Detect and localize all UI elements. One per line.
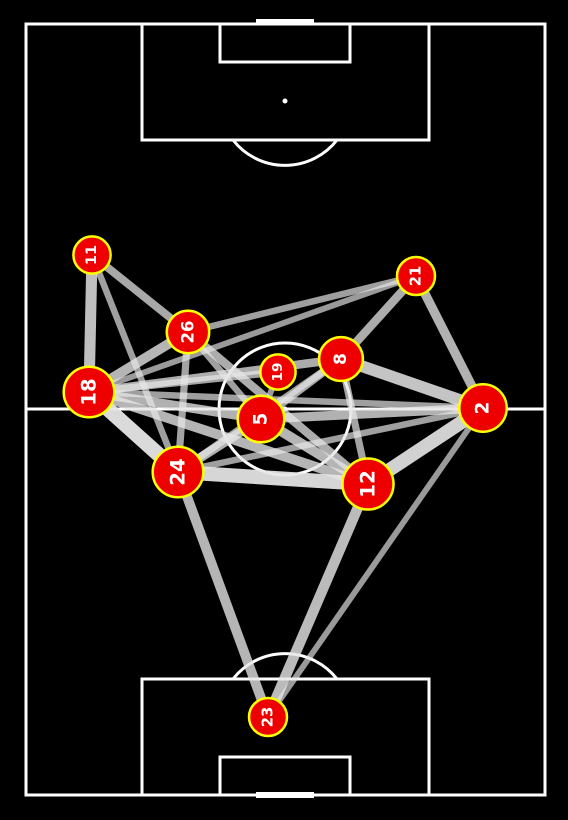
- player-node-23: 23: [247, 696, 289, 738]
- player-node-24: 24: [151, 445, 205, 499]
- player-number-label: 23: [260, 707, 277, 728]
- player-node-5: 5: [236, 394, 286, 444]
- player-number-label: 11: [84, 245, 100, 265]
- pass-edge-2-23: [265, 406, 486, 719]
- pass-edge-8-2: [339, 353, 485, 414]
- player-number-label: 2: [473, 402, 494, 415]
- player-marker: [236, 394, 286, 444]
- player-marker: [341, 457, 395, 511]
- pass-edge-2-24: [177, 404, 484, 476]
- top-penalty-spot: [282, 98, 288, 104]
- player-marker: [458, 383, 508, 433]
- player-marker: [151, 445, 205, 499]
- player-node-8: 8: [317, 335, 365, 383]
- player-number-label: 21: [408, 266, 425, 287]
- player-number-label: 19: [270, 362, 286, 381]
- player-number-label: 24: [167, 458, 190, 485]
- player-marker: [72, 235, 112, 275]
- player-marker: [259, 353, 297, 391]
- player-node-2: 2: [458, 383, 508, 433]
- pass-edge-24-23: [173, 470, 273, 719]
- player-node-11: 11: [72, 235, 112, 275]
- player-node-26: 26: [165, 309, 211, 355]
- player-marker: [317, 335, 365, 383]
- player-node-12: 12: [341, 457, 395, 511]
- bottom-penalty-arc: [231, 652, 339, 680]
- player-number-label: 26: [179, 321, 198, 344]
- pass-edge-12-23: [263, 481, 373, 720]
- pass-edge-24-12: [177, 464, 369, 492]
- bottom-goal: [256, 792, 314, 798]
- player-marker: [62, 365, 116, 419]
- player-number-label: 5: [251, 413, 272, 426]
- top-goal: [256, 19, 314, 25]
- player-number-label: 12: [357, 470, 380, 498]
- player-number-label: 18: [78, 378, 101, 405]
- player-marker: [395, 255, 437, 297]
- pass-edges: [83, 251, 488, 720]
- player-marker: [247, 696, 289, 738]
- player-node-19: 19: [259, 353, 297, 391]
- player-marker: [165, 309, 211, 355]
- pass-edge-26-21: [187, 272, 417, 336]
- top-penalty-arc: [231, 139, 339, 167]
- pass-edge-18-21: [88, 273, 417, 395]
- player-number-label: 8: [331, 353, 351, 365]
- player-nodes: 11 21 26 8 19 18 5 2 24 12 23: [62, 235, 508, 738]
- player-node-21: 21: [395, 255, 437, 297]
- pass-edge-2-5: [260, 403, 484, 424]
- player-node-18: 18: [62, 365, 116, 419]
